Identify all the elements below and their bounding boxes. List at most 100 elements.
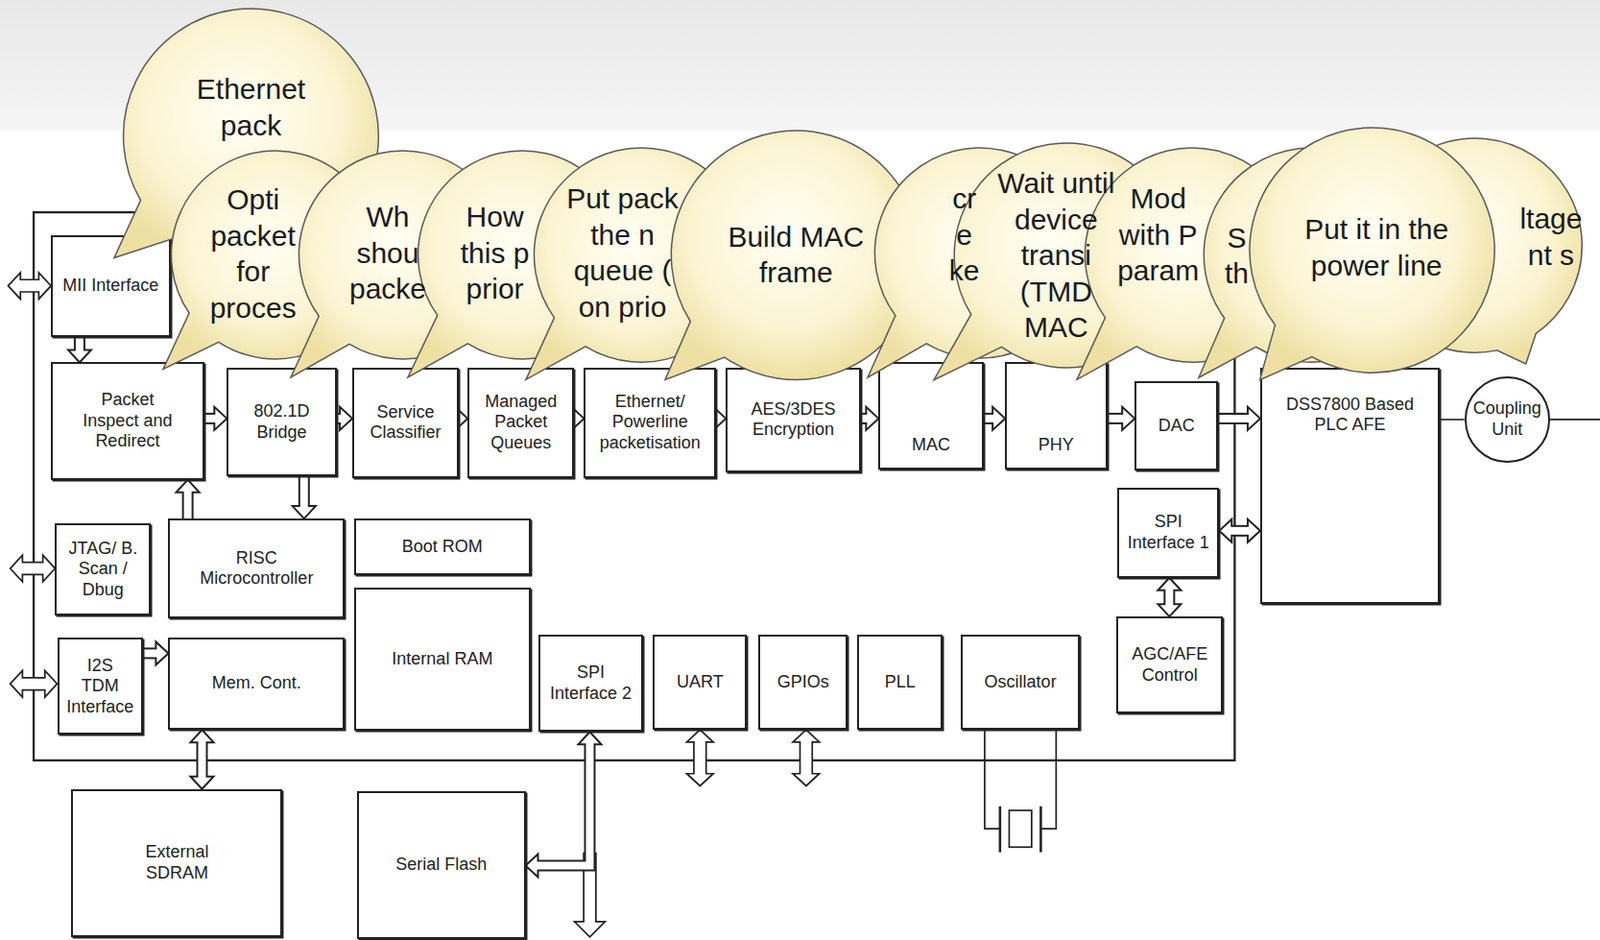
bubble-text: Wh shou packe (349, 198, 427, 308)
arrow-shaft-fill (184, 489, 192, 519)
block-label: DSS7800 Based PLC AFE (1278, 394, 1423, 436)
block-box: Serial Flash (357, 790, 526, 939)
block-box: SPI Interface 2 (538, 634, 644, 732)
block-label: Coupling Unit (1473, 398, 1542, 440)
block-label: PLL (884, 671, 916, 693)
block-box: UART (652, 634, 747, 730)
block-label: PHY (1038, 434, 1075, 456)
block-label: RISC Microcontroller (193, 548, 319, 590)
block-label: Internal RAM (391, 648, 493, 670)
bubble-outline (1249, 127, 1495, 381)
block-box: Service Classifier (352, 367, 459, 478)
arrow-shaft-fill (143, 648, 160, 657)
block-label: External SDRAM (114, 841, 239, 884)
crystal-plate (1039, 806, 1043, 853)
bubble-text: Build MAC frame (709, 218, 883, 291)
block-label: JTAG/ B. Scan / Dbug (68, 538, 138, 601)
block-arrow (204, 406, 228, 430)
block-box: AGC/AFE Control (1116, 616, 1223, 714)
connector-line (1439, 418, 1465, 421)
crystal-plate (999, 806, 1003, 853)
block-box: DSS7800 Based PLC AFE (1260, 367, 1440, 605)
arrow-shaft-fill (1217, 414, 1251, 423)
block-arrow (1217, 406, 1261, 430)
block-box: AES/3DES Encryption (725, 367, 861, 474)
block-box: Mem. Cont. (167, 637, 345, 730)
block-arrow (1107, 406, 1136, 430)
arrow-shaft-fill (75, 336, 84, 354)
crystal-wire (1040, 729, 1056, 829)
block-label: MII Interface (62, 275, 159, 297)
block-label: Mem. Cont. (212, 672, 302, 694)
block-label: Boot ROM (402, 536, 483, 558)
bubble-text: Put pack the n queue ( on prio (562, 180, 683, 325)
block-arrow (336, 406, 354, 430)
block-box: RISC Microcontroller (167, 518, 345, 619)
block-box: MAC (878, 361, 984, 470)
block-label: Serial Flash (395, 854, 487, 876)
block-box: Managed Packet Queues (467, 367, 574, 478)
block-arrow (1157, 577, 1181, 617)
bubble-text: Opti packet for proces (210, 181, 297, 326)
block-arrow (525, 731, 602, 877)
bubble-text: How this p prior (452, 198, 539, 308)
block-box: External SDRAM (71, 788, 283, 937)
block-label: Packet Inspect and Redirect (79, 389, 176, 453)
block-box: Internal RAM (354, 587, 531, 731)
block-arrow (983, 406, 1005, 430)
block-box: Ethernet/ Powerline packetisation (583, 367, 717, 478)
block-label: AES/3DES Encryption (727, 399, 860, 441)
block-box: MII Interface (50, 235, 170, 337)
block-label: I2S TDM Interface (66, 655, 134, 718)
arrow-shaft-outline (538, 743, 591, 865)
block-box: JTAG/ B. Scan / Dbug (54, 523, 151, 616)
io-arrow (10, 669, 58, 697)
block-box: Oscillator (960, 634, 1079, 730)
arrow-shaft-fill (1165, 587, 1173, 607)
block-arrow (1439, 418, 1465, 420)
arrow-shaft-fill (336, 414, 344, 423)
block-label: SPI Interface 2 (545, 662, 637, 704)
block-box: 802.1D Bridge (226, 367, 336, 478)
crystal-symbol (1008, 810, 1031, 847)
block-box: Packet Inspect and Redirect (50, 361, 204, 479)
block-arrow (68, 336, 92, 363)
bus-arrow (686, 729, 714, 786)
speech-bubble: Put it in the power line (1249, 127, 1495, 381)
block-label: UART (676, 671, 724, 693)
block-label: DAC (1158, 415, 1195, 437)
bubble-text: cr e ke (949, 180, 980, 289)
block-label: AGC/AFE Control (1118, 644, 1221, 686)
bubble-text: S th (1224, 219, 1249, 292)
block-label: Oscillator (984, 671, 1057, 693)
block-box: Boot ROM (354, 518, 531, 574)
crystal-wire (984, 729, 1001, 829)
block-label: SPI Interface 1 (1123, 511, 1213, 553)
io-arrow (10, 554, 56, 582)
io-arrow (8, 272, 52, 300)
arrow-shaft-fill (535, 740, 591, 865)
block-arrow (292, 476, 316, 519)
block-label: Service Classifier (354, 402, 457, 444)
block-label: Ethernet/ Powerline packetisation (585, 391, 715, 454)
block-box: SPI Interface 1 (1117, 487, 1219, 578)
arrow-shaft-fill (300, 476, 309, 509)
block-arrow (176, 479, 200, 519)
powerline-wire (1550, 418, 1600, 421)
arrow-shaft-fill (198, 739, 207, 780)
bus-arrow (792, 729, 820, 786)
block-arrow (191, 729, 215, 789)
block-box: DAC (1134, 381, 1218, 472)
block-label: MAC (911, 434, 951, 456)
bubble-text: Wait until device transi (TMD MAC (992, 165, 1120, 346)
block-arrow (143, 641, 169, 665)
block-box: PHY (1004, 361, 1107, 470)
block-arrow (860, 406, 879, 430)
block-label: GPIOs (777, 671, 830, 693)
block-label: Managed Packet Queues (469, 391, 573, 454)
block-box: GPIOs (758, 634, 849, 730)
block-box: I2S TDM Interface (57, 637, 144, 735)
arrow-shaft-fill (1228, 526, 1251, 535)
